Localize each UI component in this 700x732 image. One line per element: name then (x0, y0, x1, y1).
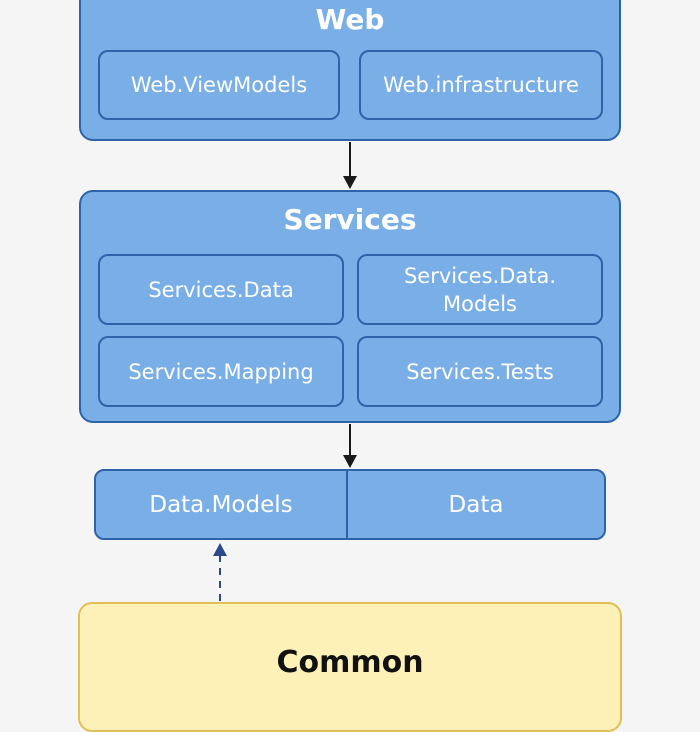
services-data-models-module: Services.Data. Models (357, 254, 603, 325)
data-module: Data (348, 471, 604, 538)
services-data-label: Services.Data (148, 277, 294, 302)
data-models-label: Data.Models (149, 491, 293, 518)
web-viewmodels-module: Web.ViewModels (98, 50, 340, 120)
arrow-services-to-data (343, 424, 357, 468)
services-tests-label: Services.Tests (406, 359, 554, 384)
services-data-models-label-line2: Models (442, 291, 517, 316)
data-label: Data (448, 491, 504, 518)
data-models-module: Data.Models (96, 471, 348, 538)
web-viewmodels-label: Web.ViewModels (130, 73, 308, 97)
web-layer-title: Web (315, 3, 385, 36)
data-layer: Data.Models Data (94, 469, 606, 540)
services-mapping-label: Services.Mapping (128, 359, 314, 384)
common-layer: Common (78, 602, 622, 732)
arrow-web-to-services (343, 142, 357, 189)
dashed-arrow-common-to-data-models (213, 543, 227, 601)
services-data-module: Services.Data (98, 254, 344, 325)
services-data-models-label-line1: Services.Data. (403, 263, 557, 288)
web-infrastructure-label: Web.infrastructure (383, 73, 579, 97)
common-layer-title: Common (276, 645, 424, 680)
services-mapping-module: Services.Mapping (98, 336, 344, 407)
web-infrastructure-module: Web.infrastructure (359, 50, 603, 120)
services-tests-module: Services.Tests (357, 336, 603, 407)
services-layer-title: Services (283, 203, 417, 236)
